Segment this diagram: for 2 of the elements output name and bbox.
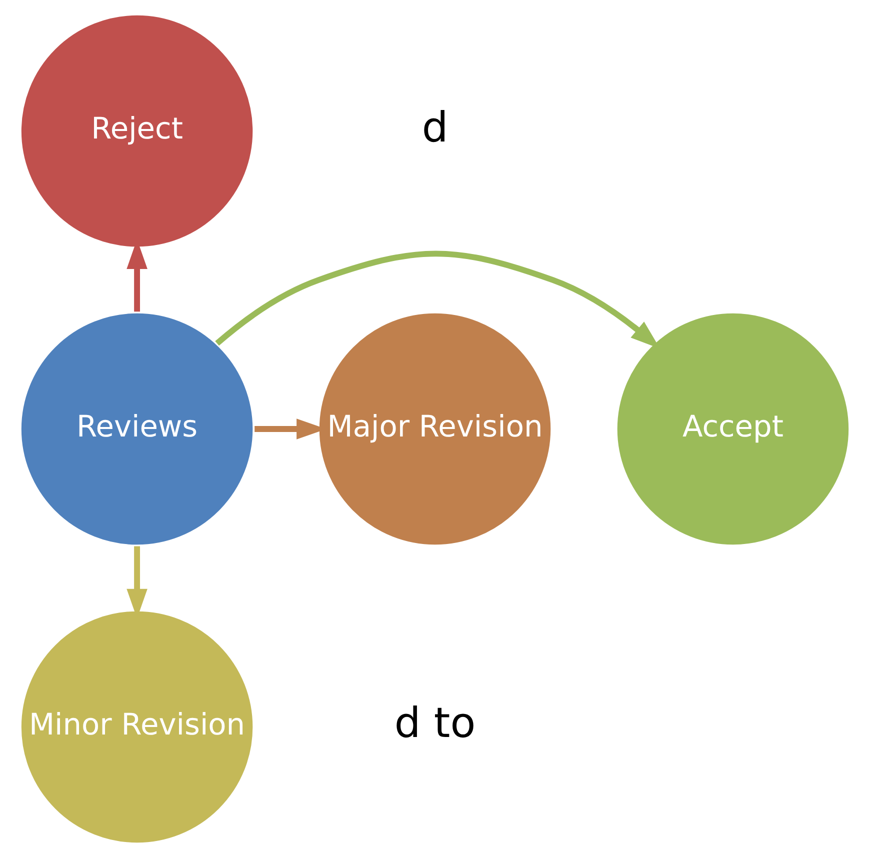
label: d to bbox=[394, 698, 476, 748]
label: d bbox=[421, 102, 448, 152]
